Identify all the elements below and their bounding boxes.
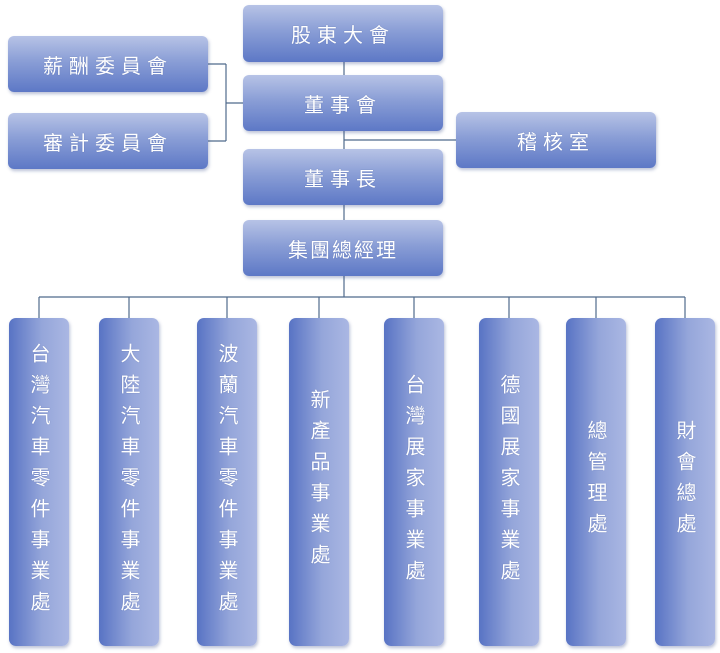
audit-committee-box: 審計委員會	[8, 113, 208, 169]
board-of-directors-box: 董事會	[243, 75, 443, 131]
division-box: 德國展家事業處	[479, 318, 539, 646]
division-label: 財會總處	[673, 420, 697, 544]
shareholders-meeting-box: 股東大會	[243, 5, 443, 62]
division-label: 波蘭汽車零件事業處	[215, 342, 239, 622]
division-label: 大陸汽車零件事業處	[117, 342, 141, 622]
division-box: 波蘭汽車零件事業處	[197, 318, 257, 646]
chairman-label: 董事長	[304, 166, 382, 191]
division-label: 德國展家事業處	[497, 373, 521, 591]
group-general-manager-label: 集團總經理	[288, 237, 398, 262]
division-label: 台灣展家事業處	[402, 373, 426, 591]
division-box: 台灣展家事業處	[384, 318, 444, 646]
shareholders-meeting-label: 股東大會	[291, 23, 395, 47]
division-label: 新產品事業處	[307, 389, 331, 575]
division-box: 新產品事業處	[289, 318, 349, 646]
division-label: 台灣汽車零件事業處	[27, 342, 51, 622]
compensation-committee-box: 薪酬委員會	[8, 36, 208, 92]
division-label: 總管理處	[584, 420, 608, 544]
division-box: 台灣汽車零件事業處	[9, 318, 69, 646]
audit-committee-label: 審計委員會	[43, 130, 173, 155]
compensation-committee-label: 薪酬委員會	[43, 53, 173, 78]
group-general-manager-box: 集團總經理	[243, 220, 443, 276]
division-box: 總管理處	[566, 318, 626, 646]
division-box: 大陸汽車零件事業處	[99, 318, 159, 646]
board-of-directors-label: 董事會	[304, 92, 382, 117]
audit-office-label: 稽核室	[517, 129, 595, 154]
chairman-box: 董事長	[243, 149, 443, 205]
division-box: 財會總處	[655, 318, 715, 646]
audit-office-box: 稽核室	[456, 112, 656, 168]
